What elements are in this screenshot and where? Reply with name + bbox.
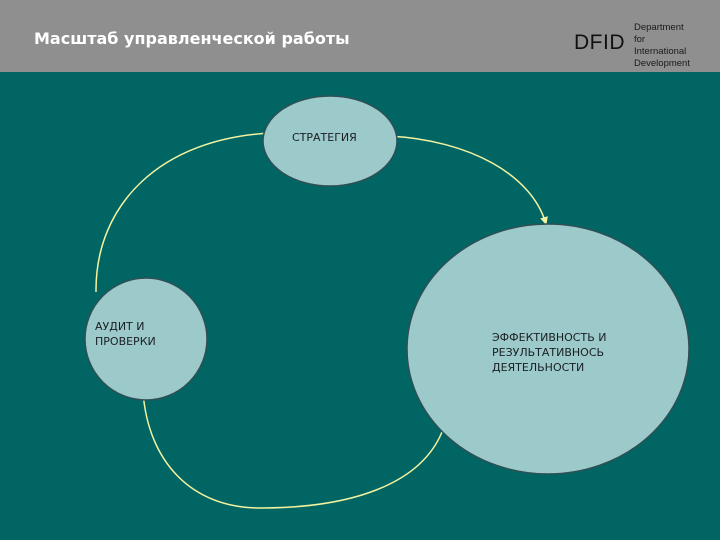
arrow-strategy-to-performance bbox=[387, 135, 548, 225]
node-audit bbox=[84, 277, 208, 401]
dfid-logo-abbr: DFID bbox=[574, 31, 625, 54]
performance-label: ЭФФЕКТИВНОСТЬ И РЕЗУЛЬТАТИВНОСЬ ДЕЯТЕЛЬН… bbox=[492, 331, 607, 374]
dfid-logo-text: Department for International Development bbox=[634, 22, 690, 70]
header-bar: Масштаб управленческой работы DFID Depar… bbox=[0, 0, 720, 72]
node-strategy bbox=[262, 95, 398, 187]
arrow-audit-to-strategy bbox=[95, 129, 273, 293]
node-performance bbox=[406, 223, 690, 475]
arrow-performance-to-audit bbox=[139, 391, 443, 509]
logo-line: Development bbox=[634, 58, 690, 69]
page-title: Масштаб управленческой работы bbox=[34, 29, 350, 48]
audit-label: АУДИТ И ПРОВЕРКИ bbox=[95, 320, 156, 348]
logo-line: Department bbox=[634, 22, 684, 33]
strategy-label: СТРАТЕГИЯ bbox=[292, 131, 357, 144]
logo-line: International bbox=[634, 46, 687, 57]
logo-line: for bbox=[634, 34, 646, 45]
